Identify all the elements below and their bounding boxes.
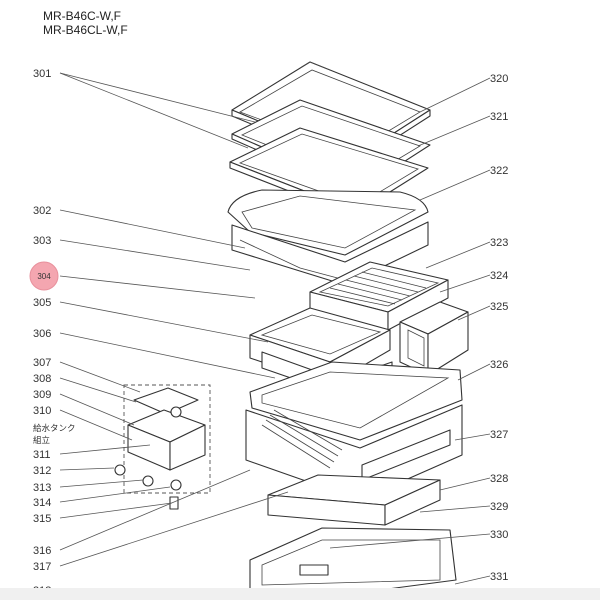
bottom-strip (0, 588, 600, 600)
part-label-313: 313 (33, 482, 51, 494)
part-label-312: 312 (33, 465, 51, 477)
part-label-307: 307 (33, 357, 51, 369)
case-325 (399, 301, 469, 376)
part-label-317: 317 (33, 561, 51, 573)
tank-note-line1: 給水タンク (33, 423, 76, 434)
part-label-308: 308 (33, 373, 51, 385)
part-label-306: 306 (33, 328, 51, 340)
part-label-329: 329 (490, 501, 508, 513)
freezer-326-327 (245, 361, 463, 501)
right-part-numbers: 320 321 322 323 324 325 326 327 328 329 330 331 (490, 73, 508, 583)
part-label-324: 324 (490, 270, 508, 282)
part-label-325: 325 (490, 301, 508, 313)
tank-note-line2: 組立 (33, 435, 51, 446)
part-label-301: 301 (33, 68, 51, 80)
drawer-328-329 (267, 474, 441, 526)
part-label-322: 322 (490, 165, 508, 177)
water-tank-assembly (114, 384, 211, 510)
part-label-320: 320 (490, 73, 508, 85)
part-label-311: 311 (33, 449, 51, 461)
highlight-label: 304 (37, 272, 51, 281)
part-label-316: 316 (33, 545, 51, 557)
model-number-1: MR-B46C-W,F (43, 9, 121, 23)
bottom-case-330-331 (249, 527, 457, 591)
left-part-numbers: 301 302 303 305 306 307 308 309 310 311 312 313 314 3… (33, 68, 51, 597)
model-number-2: MR-B46CL-W,F (43, 23, 128, 37)
part-label-331: 331 (490, 571, 508, 583)
part-label-327: 327 (490, 429, 508, 441)
part-label-326: 326 (490, 359, 508, 371)
part-label-303: 303 (33, 235, 51, 247)
part-label-310: 310 (33, 405, 51, 417)
part-label-314: 314 (33, 497, 51, 509)
part-label-321: 321 (490, 111, 508, 123)
part-label-309: 309 (33, 389, 51, 401)
part-label-315: 315 (33, 513, 51, 525)
chilled-case-302 (227, 189, 429, 286)
part-label-330: 330 (490, 529, 508, 541)
part-label-305: 305 (33, 297, 51, 309)
part-label-323: 323 (490, 237, 508, 249)
part-label-302: 302 (33, 205, 51, 217)
highlight-marker[interactable] (29, 261, 59, 291)
part-label-328: 328 (490, 473, 508, 485)
leader-lines (59, 72, 491, 585)
drawer-323-324 (309, 261, 449, 331)
